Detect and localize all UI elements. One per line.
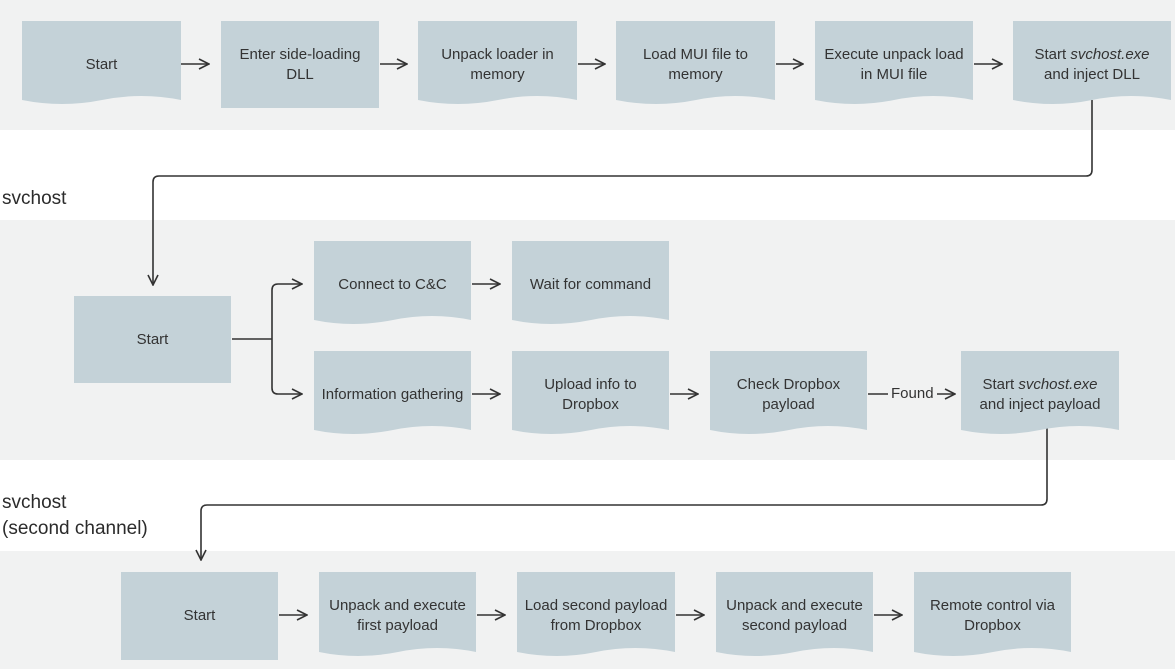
document-shape — [710, 351, 867, 434]
node-label: Information gathering — [321, 385, 464, 403]
node-label: Start — [183, 607, 216, 624]
arrow-r2-fork-to-info — [271, 339, 302, 394]
node-label-exe: svchost.exe — [1018, 375, 1098, 393]
node-r1-loadmui: Load MUI file to memory — [616, 21, 775, 108]
node-label: Execute unpack load in MUI file — [824, 45, 964, 83]
node-r3-unpack1: Unpack and execute first payload — [319, 572, 476, 660]
node-label: Wait for command — [529, 275, 652, 293]
document-shape — [512, 351, 669, 434]
node-label: Remote control via Dropbox — [929, 597, 1056, 634]
node-r2-info: Information gathering — [314, 351, 471, 438]
node-label: Start — [136, 330, 169, 348]
document-shape — [418, 21, 577, 104]
node-r2-upload: Upload info to Dropbox — [512, 351, 669, 438]
document-shape — [616, 21, 775, 104]
document-shape — [319, 572, 476, 656]
node-label: Unpack and execute first payload — [329, 597, 466, 634]
node-r1-svchost: Start svchost.exe and inject DLL — [1013, 21, 1171, 108]
node-r2-check: Check Dropbox payload — [710, 351, 867, 438]
node-label: Upload info to Dropbox — [544, 375, 637, 413]
node-label: Connect to C&C — [338, 275, 447, 293]
node-r1-exec: Execute unpack load in MUI file — [815, 21, 973, 108]
document-shape — [1013, 21, 1171, 104]
lane-label-second-channel-line2: (second channel) — [2, 518, 148, 539]
node-label: Start — [85, 55, 118, 73]
node-label: Start svchost.exe and inject payload — [961, 351, 1119, 438]
lane-label-svchost: svchost — [2, 188, 67, 209]
node-r2-start: Start — [74, 296, 231, 383]
node-label-suffix: and inject payload — [979, 395, 1101, 413]
node-r2-connect: Connect to C&C — [314, 241, 471, 328]
node-r1-sideload: Enter side-loading DLL — [221, 21, 379, 108]
process-shape — [221, 21, 379, 108]
node-r1-start: Start — [22, 21, 181, 108]
node-label-prefix: Start — [982, 375, 1019, 393]
node-label: Check Dropbox payload — [736, 375, 841, 413]
node-r2-svchost: Start svchost.exe and inject payload — [961, 351, 1119, 438]
node-label: Load second payload from Dropbox — [524, 597, 668, 634]
band-loader — [0, 0, 1175, 130]
node-label-prefix: Start — [1034, 45, 1071, 63]
process-shape — [121, 572, 278, 660]
node-r3-unpack2: Unpack and execute second payload — [716, 572, 873, 660]
document-shape — [914, 572, 1071, 656]
document-shape — [22, 21, 181, 104]
node-r3-start: Start — [121, 572, 278, 660]
document-shape — [517, 572, 675, 656]
document-shape — [716, 572, 873, 656]
node-label: Load MUI file to memory — [642, 45, 749, 83]
document-shape — [815, 21, 973, 104]
node-label-suffix: and inject DLL — [1044, 65, 1140, 83]
node-label: Unpack loader in memory — [441, 45, 554, 83]
document-shape — [314, 241, 471, 324]
arrow-r2-to-r3-start — [201, 428, 1048, 560]
node-r1-unpack: Unpack loader in memory — [418, 21, 577, 108]
node-r2-wait: Wait for command — [512, 241, 669, 328]
process-shape — [74, 296, 231, 383]
edge-label-found: Found — [888, 384, 937, 404]
lane-label-second-channel-line1: svchost — [2, 492, 67, 513]
node-label-exe: svchost.exe — [1070, 45, 1150, 63]
node-label: Unpack and execute second payload — [726, 597, 863, 634]
document-shape — [314, 351, 471, 434]
document-shape — [512, 241, 669, 324]
node-r3-load2: Load second payload from Dropbox — [517, 572, 675, 660]
node-label: Enter side-loading DLL — [239, 45, 361, 83]
node-label: Start svchost.exe and inject DLL — [1013, 21, 1171, 108]
arrow-r1-to-r2-start — [153, 100, 1093, 285]
lane-label-second-channel: svchost (second channel) — [2, 490, 148, 542]
document-shape — [961, 351, 1119, 434]
arrow-r2-fork-to-connect — [271, 284, 302, 339]
node-r3-remote: Remote control via Dropbox — [914, 572, 1071, 660]
